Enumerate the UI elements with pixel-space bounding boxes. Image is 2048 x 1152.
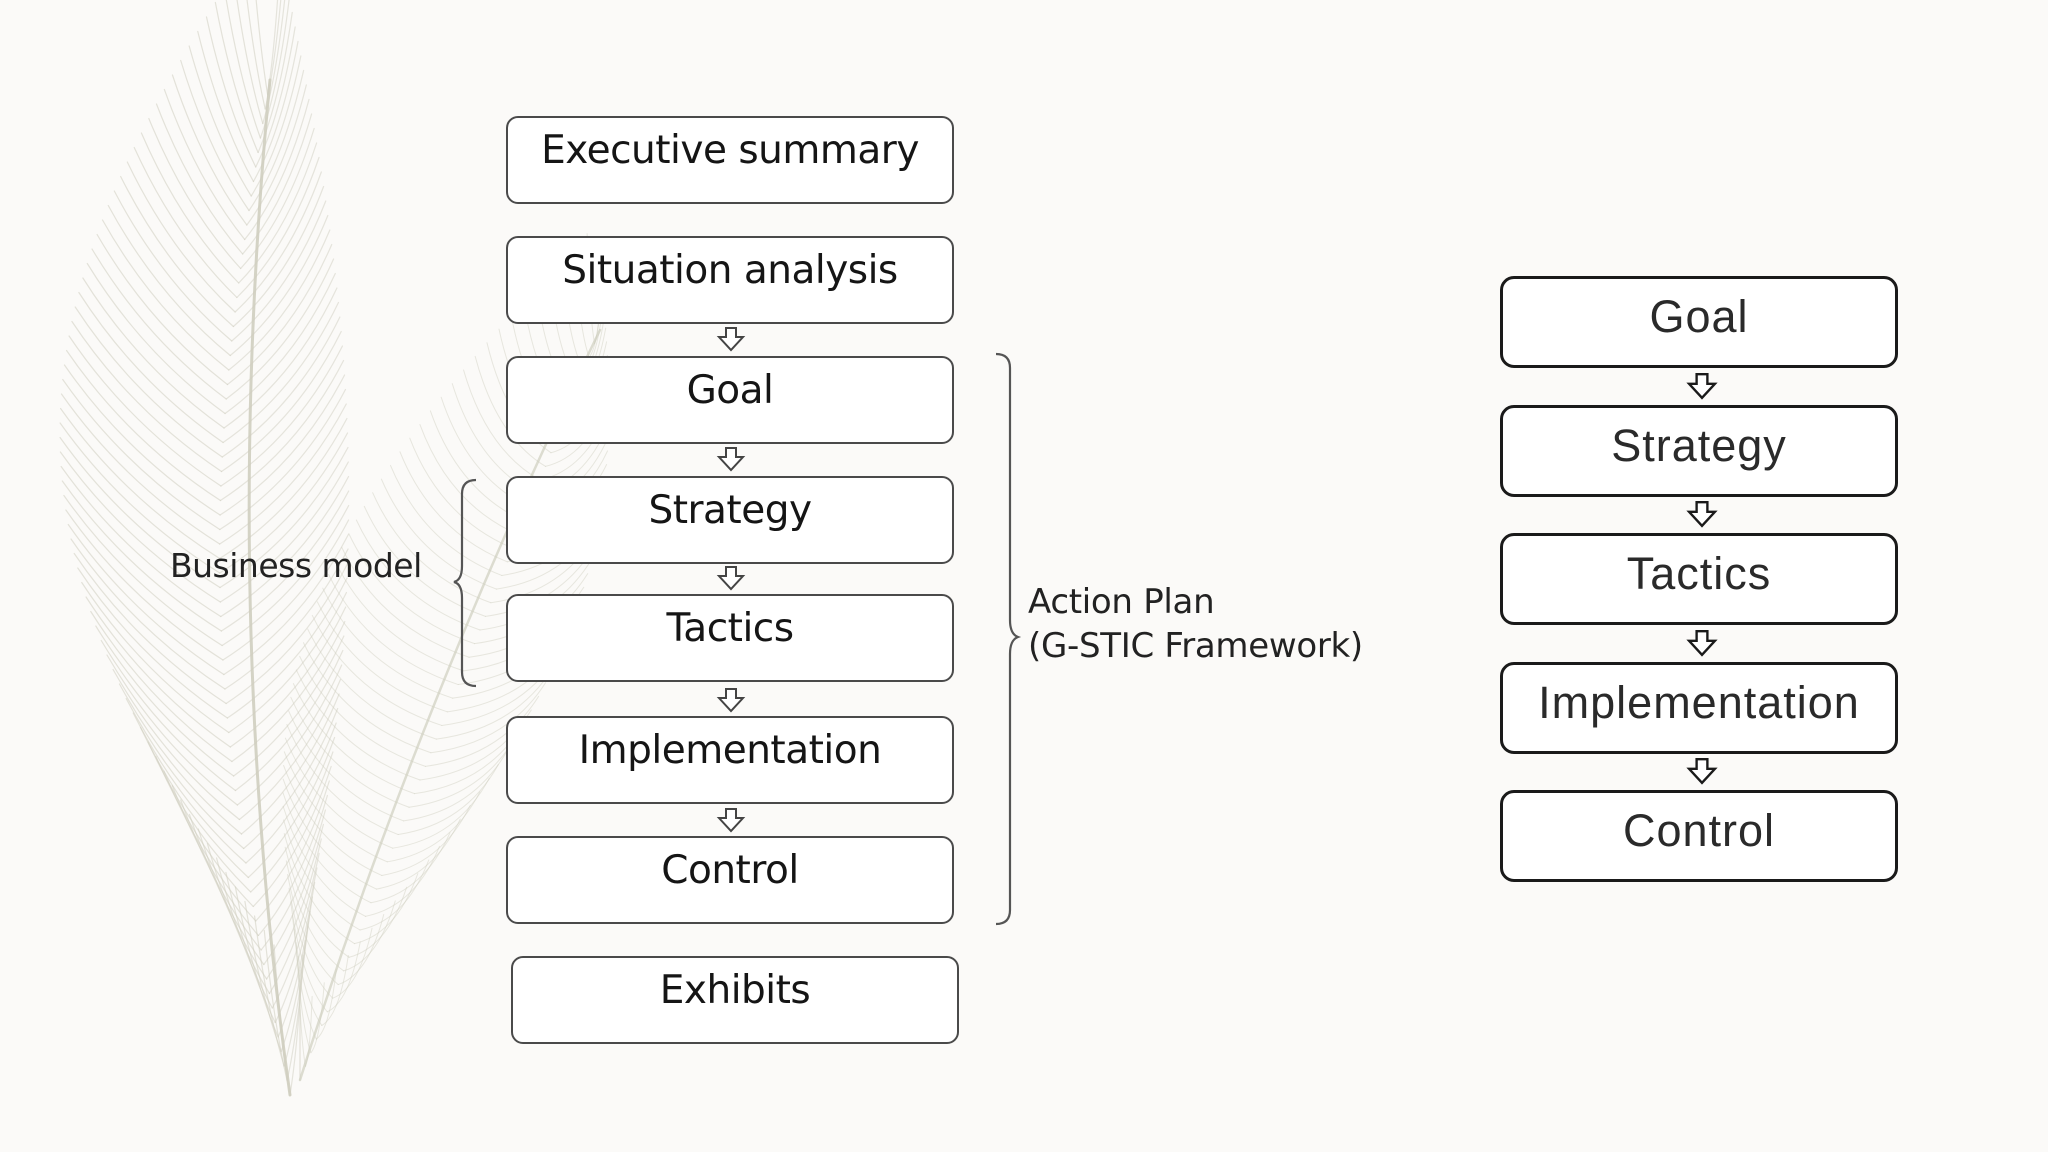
action-plan-label: Action Plan (G-STIC Framework) [1028, 580, 1363, 668]
action-plan-subtitle: (G-STIC Framework) [1028, 626, 1363, 666]
right-box-label: Tactics [1626, 548, 1772, 599]
left-box-executive-summary: Executive summary [506, 116, 954, 204]
left-box-label: Goal [686, 368, 774, 413]
action-plan-brace [995, 352, 1022, 926]
left-box-situation-analysis: Situation analysis [506, 236, 954, 324]
business-model-label: Business model [170, 546, 422, 585]
left-box-implementation: Implementation [506, 716, 954, 804]
left-box-label: Exhibits [659, 968, 811, 1013]
right-box-implementation: Implementation [1500, 662, 1898, 754]
right-box-strategy: Strategy [1500, 405, 1898, 497]
left-box-exhibits: Exhibits [511, 956, 959, 1044]
hollow-down-arrow-icon [716, 447, 746, 472]
right-box-goal: Goal [1500, 276, 1898, 368]
left-box-label: Control [661, 848, 799, 893]
hollow-down-arrow-icon [716, 808, 746, 833]
right-box-label: Strategy [1611, 420, 1787, 471]
hollow-down-arrow-icon [1686, 372, 1718, 400]
right-box-control: Control [1500, 790, 1898, 882]
hollow-down-arrow-icon [1686, 757, 1718, 785]
hollow-down-arrow-icon [1686, 500, 1718, 528]
left-box-label: Strategy [648, 488, 812, 533]
hollow-down-arrow-icon [1686, 629, 1718, 657]
left-box-tactics: Tactics [506, 594, 954, 682]
left-box-goal: Goal [506, 356, 954, 444]
hollow-down-arrow-icon [716, 566, 746, 591]
right-box-label: Implementation [1538, 677, 1860, 728]
action-plan-title: Action Plan [1028, 582, 1215, 622]
hollow-down-arrow-icon [716, 327, 746, 352]
left-box-control: Control [506, 836, 954, 924]
left-box-strategy: Strategy [506, 476, 954, 564]
hollow-down-arrow-icon [716, 688, 746, 713]
left-box-label: Tactics [666, 606, 794, 651]
left-box-label: Implementation [578, 728, 882, 773]
left-box-label: Executive summary [541, 128, 919, 173]
right-box-label: Goal [1649, 291, 1749, 342]
left-box-label: Situation analysis [562, 248, 898, 293]
right-box-label: Control [1622, 805, 1776, 856]
right-box-tactics: Tactics [1500, 533, 1898, 625]
business-model-brace [453, 478, 477, 688]
